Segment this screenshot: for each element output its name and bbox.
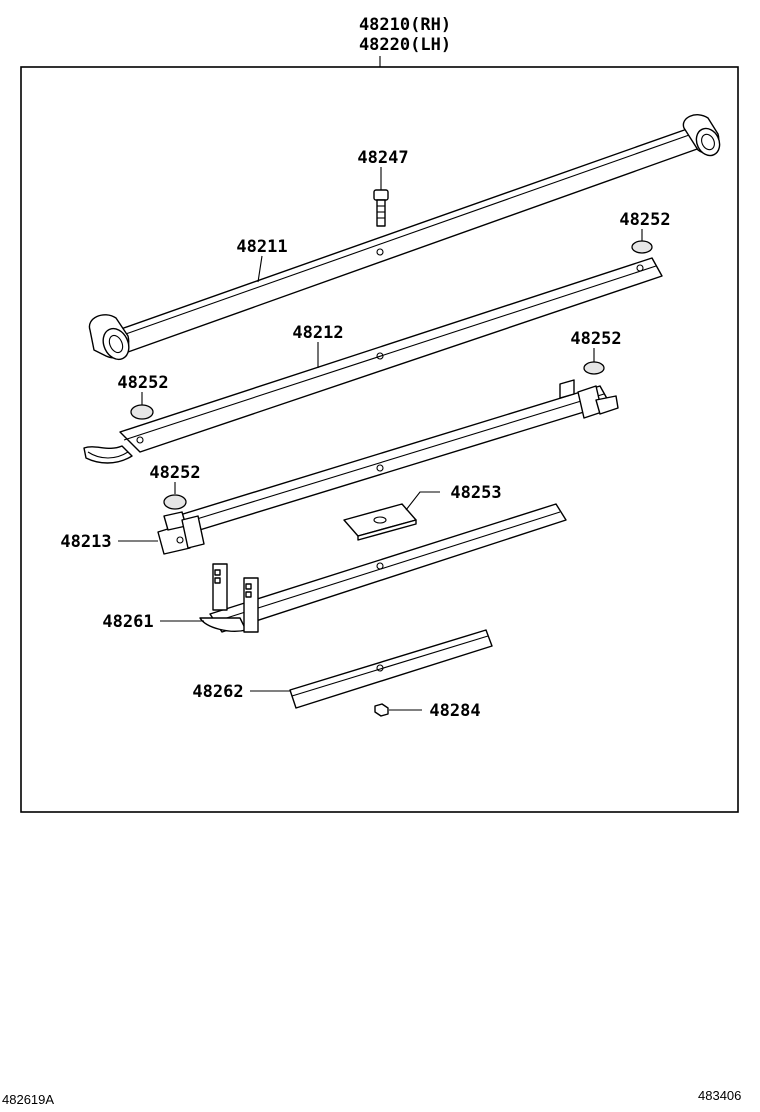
leaf-48211: [88, 114, 721, 361]
label-48261: 48261: [102, 612, 153, 632]
label-48252-d: 48252: [149, 463, 200, 483]
label-48284: 48284: [429, 701, 480, 721]
pad-48252-d: [163, 494, 187, 510]
label-48253: 48253: [450, 483, 501, 503]
label-48211: 48211: [236, 237, 287, 257]
footer-code-right: 483406: [698, 1088, 742, 1103]
assembly-label-rh: 48210(RH): [359, 15, 451, 35]
label-48212: 48212: [292, 323, 343, 343]
bolt-48247: [373, 189, 389, 227]
pad-48252-b: [130, 404, 154, 420]
assembly-label-lh: 48220(LH): [359, 35, 451, 55]
diagram-frame: [20, 66, 739, 813]
spacer-48253: [343, 503, 417, 541]
nut-48284: [374, 703, 389, 717]
leader-48253: [405, 491, 440, 511]
leaf-48261: [199, 503, 567, 633]
label-48252-c: 48252: [570, 329, 621, 349]
label-48252-a: 48252: [619, 210, 670, 230]
pad-48252-a: [631, 240, 653, 254]
label-48252-b: 48252: [117, 373, 168, 393]
leaf-48212: [83, 257, 663, 464]
label-48247: 48247: [357, 148, 408, 168]
leader-48211: [257, 255, 263, 283]
leaf-48213: [157, 379, 619, 555]
pad-48252-c: [583, 361, 605, 375]
footer-code-left: 482619A: [2, 1092, 55, 1107]
leaf-48262: [289, 629, 493, 709]
label-48262: 48262: [192, 682, 243, 702]
label-48213: 48213: [60, 532, 111, 552]
